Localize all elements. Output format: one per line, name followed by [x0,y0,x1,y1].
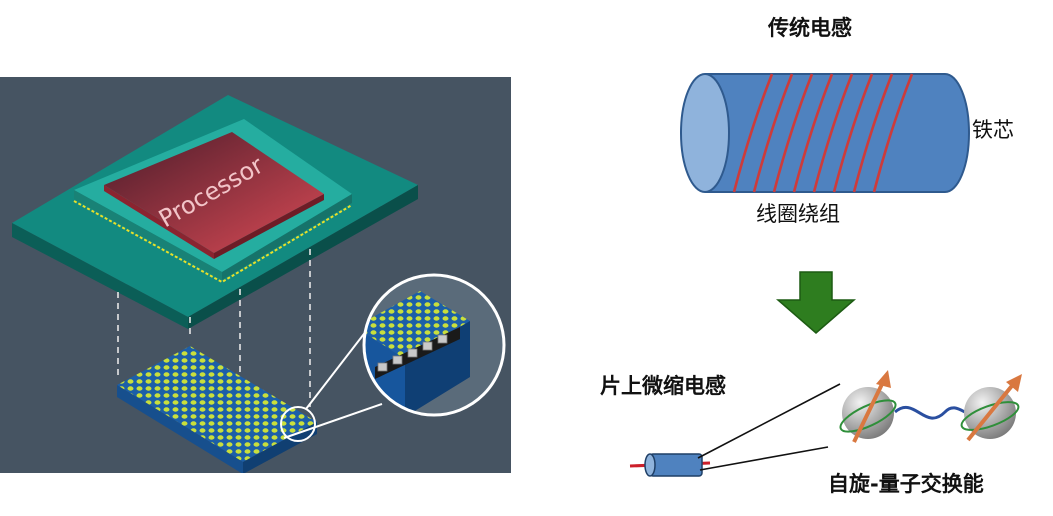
magnifier-callout [280,273,506,442]
coil-winding [732,73,914,193]
onchip-inductor-icon [629,383,841,477]
processor-illustration: Processor [0,77,511,474]
spin-exchange-label: 自旋-量子交换能 [828,472,984,496]
processor-diagram-svg: Processor [0,77,511,474]
coil-winding-label: 线圈绕组 [756,202,840,226]
bump-array-chip [117,346,317,474]
iron-core [680,73,970,193]
onchip-inductor-label: 片上微缩电感 [600,374,726,398]
traditional-inductor-title: 传统电感 [768,16,852,40]
inductor-graphics [629,73,1022,477]
iron-core-label: 铁芯 [972,118,1014,142]
down-arrow-icon [775,271,857,334]
spin-exchange-icon [839,370,1022,443]
projection-lines [117,249,311,429]
inductor-diagram: 传统电感 [560,0,1053,516]
processor-die: Processor [104,132,324,259]
